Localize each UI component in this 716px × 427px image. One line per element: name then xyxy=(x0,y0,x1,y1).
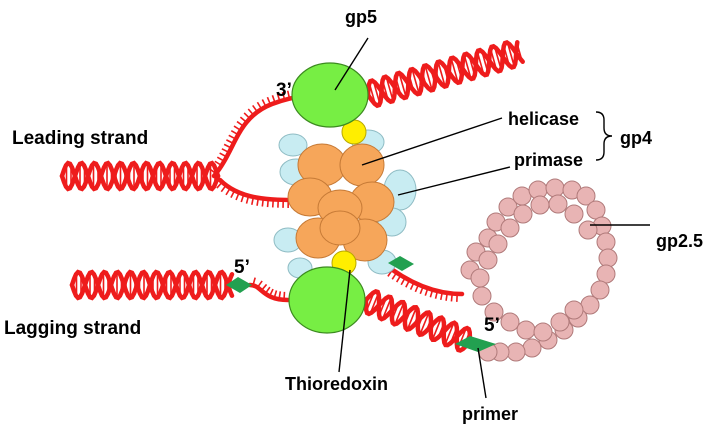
primer-diamond-1 xyxy=(226,277,252,293)
gp2-5-bead xyxy=(564,204,584,224)
lagging-strand-label: Lagging strand xyxy=(4,318,141,339)
gp5-polymerase-lagging xyxy=(288,266,366,334)
gp2-5-bead xyxy=(576,186,596,206)
primase-label: primase xyxy=(514,150,583,170)
three-prime-label: 3’ xyxy=(276,80,292,101)
dna-duplex xyxy=(363,288,473,353)
gp4-brace xyxy=(595,111,613,161)
single-strand xyxy=(247,277,291,303)
gp2-5-bead xyxy=(512,186,532,206)
gp2-5-beads xyxy=(460,178,618,362)
primer-label: primer xyxy=(462,404,518,424)
primer-diamond-2 xyxy=(388,256,414,271)
five-prime-primer-label: 5’ xyxy=(484,315,500,336)
gp2-5-bead xyxy=(500,218,520,238)
gp2-5-bead xyxy=(533,322,553,342)
gp2-5-bead xyxy=(506,342,526,362)
gp2-5-bead xyxy=(470,268,490,288)
leading-strand-label: Leading strand xyxy=(12,128,148,149)
gp2-5-bead xyxy=(586,200,606,220)
gp2-5-bead xyxy=(522,338,542,358)
gp2-5-bead xyxy=(596,232,616,252)
gp2-5-bead xyxy=(472,286,492,306)
helicase-label: helicase xyxy=(508,109,579,129)
proteins xyxy=(226,62,496,352)
gp2-5-bead xyxy=(488,234,508,254)
gp2-5-bead xyxy=(484,302,504,322)
gp2-5-bead xyxy=(550,312,570,332)
dna-duplex xyxy=(59,160,221,192)
gp2-5-bead xyxy=(578,220,598,240)
gp2-5-bead xyxy=(548,194,568,214)
gp2-5-bead xyxy=(564,300,584,320)
gp4-label: gp4 xyxy=(620,128,652,148)
gp2-5-bead xyxy=(598,248,618,268)
gp2-5-bead xyxy=(500,312,520,332)
gp2-5-bead xyxy=(530,195,550,215)
gp5-polymerase-leading xyxy=(291,62,369,128)
five-prime-lagging-label: 5’ xyxy=(234,257,250,278)
dna-duplex xyxy=(69,269,235,301)
leader-lines xyxy=(334,37,650,399)
primer-diamond-3 xyxy=(455,336,496,352)
dna-duplex xyxy=(365,40,525,109)
gp2-5-label: gp2.5 xyxy=(656,231,703,251)
gp2-5-bead xyxy=(545,178,565,198)
gp2-5-bead xyxy=(596,264,616,284)
gp2-5-bead xyxy=(513,204,533,224)
gp2-5-bead xyxy=(478,250,498,270)
gp5-label: gp5 xyxy=(345,7,377,27)
gp4-hexamer xyxy=(287,143,395,262)
gp2-5-bead xyxy=(516,320,536,340)
gp2-5-bead xyxy=(590,280,610,300)
thioredoxin-label: Thioredoxin xyxy=(285,374,388,394)
